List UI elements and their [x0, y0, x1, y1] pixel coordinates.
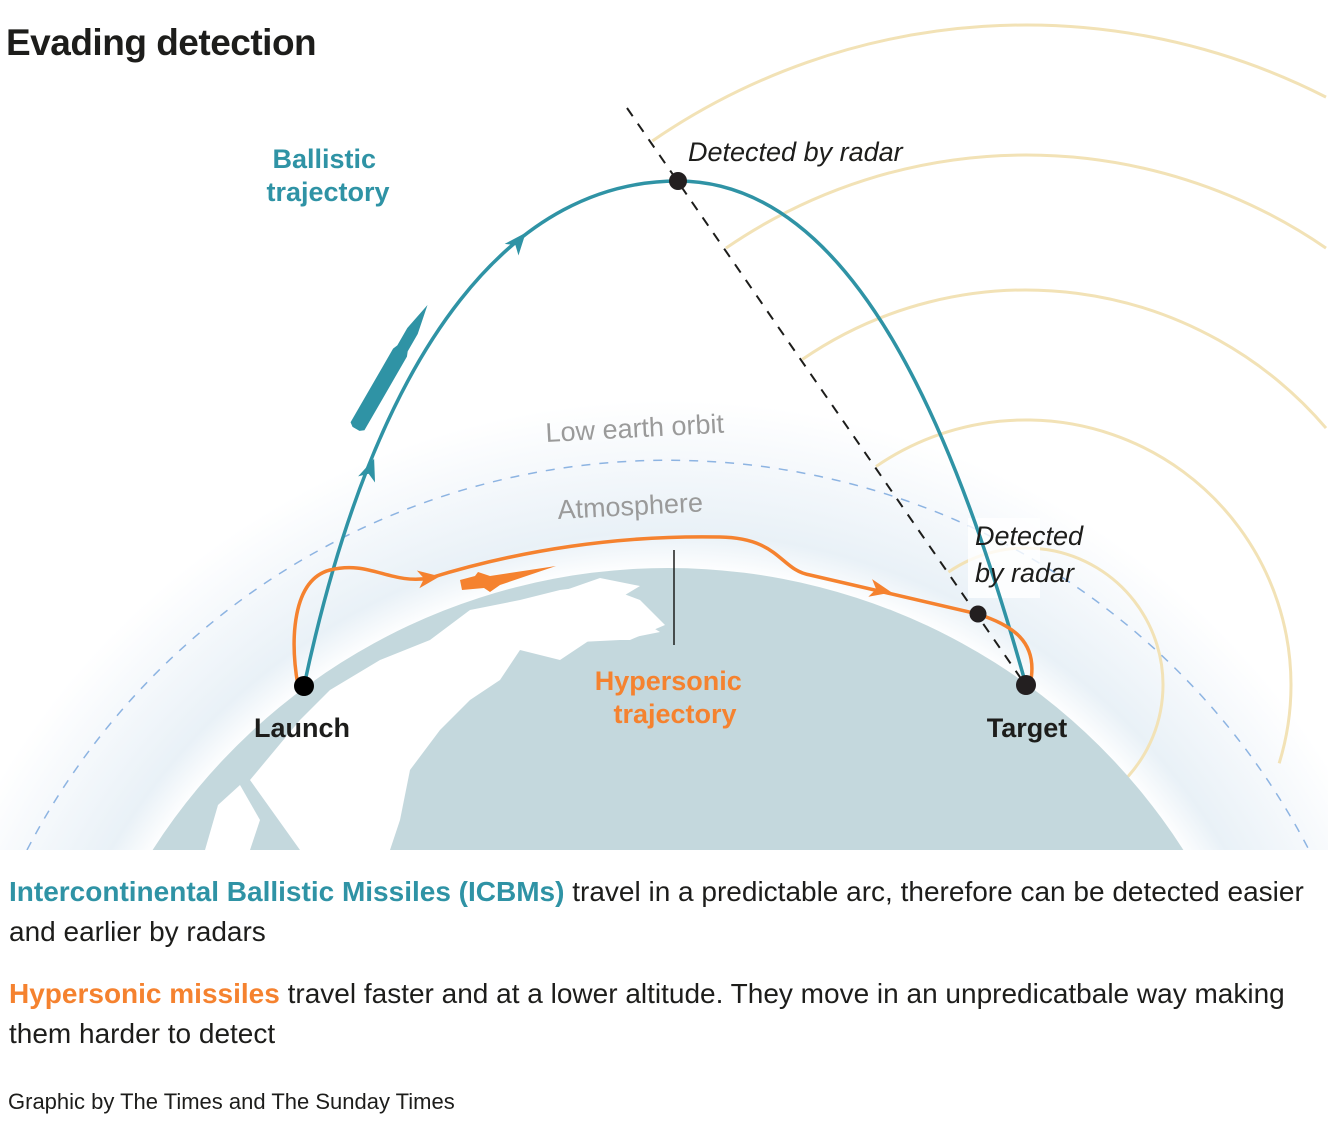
- graphic-credit: Graphic by The Times and The Sunday Time…: [8, 1089, 455, 1114]
- hypersonic-description: Hypersonic missiles travel faster and at…: [9, 974, 1309, 1054]
- icbm-description: Intercontinental Ballistic Missiles (ICB…: [9, 872, 1309, 952]
- ballistic-arrow-icon: [504, 232, 526, 256]
- hypersonic-text: travel faster and at a lower altitude. T…: [9, 978, 1285, 1049]
- hypersonic-arrow-icon: [416, 570, 440, 589]
- target-label: Target: [987, 713, 1068, 743]
- radar-wave-arc: [651, 23, 1327, 143]
- ballistic-trajectory-label: Ballistic trajectory: [266, 144, 389, 207]
- hypersonic-trajectory-label: Hypersonic trajectory: [595, 666, 750, 729]
- detected-low-label-bg: [968, 518, 1040, 598]
- ballistic-missile-icon: [350, 305, 428, 431]
- continent-landmass: [205, 578, 665, 850]
- launch-label: Launch: [254, 713, 350, 743]
- radar-wave-arc: [725, 153, 1327, 250]
- hypersonic-arrow-icon: [868, 579, 892, 597]
- earth: [152, 568, 1184, 850]
- radar-line-of-sight: [626, 107, 1023, 681]
- target-point: [1016, 675, 1036, 695]
- ballistic-arrow-icon: [358, 458, 376, 483]
- hypersonic-missile-icon: [460, 566, 556, 592]
- icbm-highlight: Intercontinental Ballistic Missiles (ICB…: [9, 876, 565, 907]
- icbm-text: travel in a predictable arc, therefore c…: [9, 876, 1304, 947]
- detection-point-low: [969, 605, 987, 623]
- detection-point-top: [669, 172, 687, 190]
- detected-low-label: Detected by radar: [975, 521, 1091, 588]
- detected-top-label: Detected by radar: [688, 137, 904, 167]
- launch-point: [294, 676, 314, 696]
- page-title: Evading detection: [6, 22, 317, 63]
- evading-detection-diagram: Ballistic trajectory Hypersonic trajecto…: [0, 0, 1328, 850]
- hypersonic-highlight: Hypersonic missiles: [9, 978, 280, 1009]
- radar-wave-arc: [875, 418, 1293, 764]
- radar-wave-arc: [801, 288, 1328, 430]
